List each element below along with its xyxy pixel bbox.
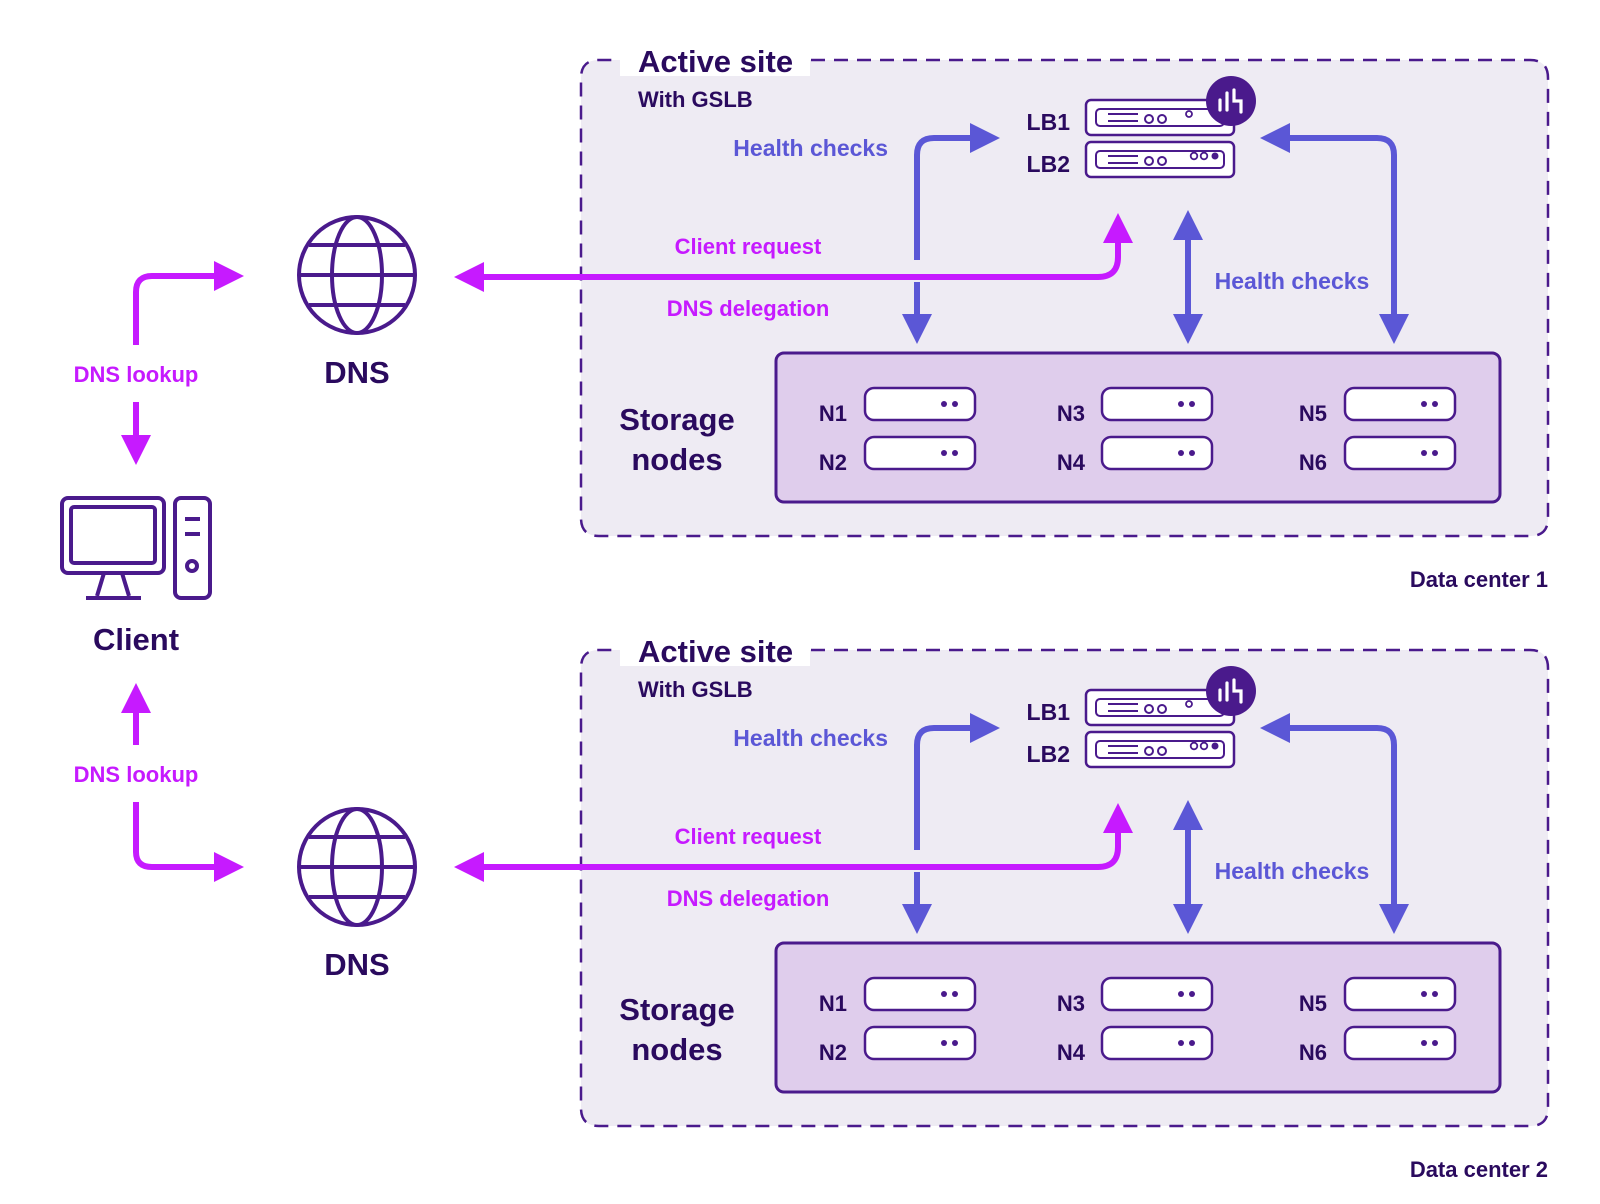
site-1-request-arrow xyxy=(454,213,1133,292)
site-2-health-left: Health checks xyxy=(733,725,888,751)
site-1-datacenter-label: Data center 1 xyxy=(1410,567,1548,592)
site-1-node-n4: N4 xyxy=(1057,450,1086,475)
site-2-subtitle: With GSLB xyxy=(638,677,753,702)
site-2-storage-label-1: Storage xyxy=(619,992,734,1027)
site-1-dns-delegation: DNS delegation xyxy=(667,296,830,321)
site-2-node-n4: N4 xyxy=(1057,1040,1086,1065)
globe-icon xyxy=(297,215,417,335)
site-2-lb2-label: LB2 xyxy=(1027,741,1070,767)
site-1-text: Active site With GSLB Health checks LB1 … xyxy=(619,44,1548,592)
site-2-text: Active site With GSLB Health checks LB1 … xyxy=(619,634,1548,1182)
site-1-title: Active site xyxy=(638,44,793,79)
site-2-health-right: Health checks xyxy=(1215,858,1370,884)
dns-lookup-label-top: DNS lookup xyxy=(74,362,199,387)
site-2-node-n6: N6 xyxy=(1299,1040,1327,1065)
dns-label-bottom: DNS xyxy=(324,947,389,982)
site-2-title: Active site xyxy=(638,634,793,669)
site-2-node-n1: N1 xyxy=(819,991,847,1016)
site-2-datacenter-label: Data center 2 xyxy=(1410,1157,1548,1182)
site-1-node-n1: N1 xyxy=(819,401,847,426)
site-1-node-n2: N2 xyxy=(819,450,847,475)
client-label: Client xyxy=(93,622,179,657)
site-2-storage-label-2: nodes xyxy=(631,1032,722,1067)
desktop-computer-icon xyxy=(60,496,212,600)
site-1-subtitle: With GSLB xyxy=(638,87,753,112)
site-1-client-request: Client request xyxy=(675,234,822,259)
site-1-node-n3: N3 xyxy=(1057,401,1085,426)
site-1-storage-label-2: nodes xyxy=(631,442,722,477)
dns-label-top: DNS xyxy=(324,355,389,390)
site-1-health-left: Health checks xyxy=(733,135,888,161)
dns-lookup-label-bottom: DNS lookup xyxy=(74,762,199,787)
site-1-health-right: Health checks xyxy=(1215,268,1370,294)
site-2-client-request: Client request xyxy=(675,824,822,849)
site-2-node-n3: N3 xyxy=(1057,991,1085,1016)
site-2-dns-delegation: DNS delegation xyxy=(667,886,830,911)
site-2-lb1-label: LB1 xyxy=(1027,699,1071,725)
globe-icon xyxy=(297,807,417,927)
site-1-lb2-label: LB2 xyxy=(1027,151,1070,177)
site-1-lb1-label: LB1 xyxy=(1027,109,1071,135)
site-1-storage-label-1: Storage xyxy=(619,402,734,437)
site-2-node-n5: N5 xyxy=(1299,991,1327,1016)
site-1-node-n5: N5 xyxy=(1299,401,1327,426)
site-2-node-n2: N2 xyxy=(819,1040,847,1065)
site-1-node-n6: N6 xyxy=(1299,450,1327,475)
site-2-request-arrow xyxy=(454,803,1133,882)
lookup-arrows xyxy=(121,261,244,882)
